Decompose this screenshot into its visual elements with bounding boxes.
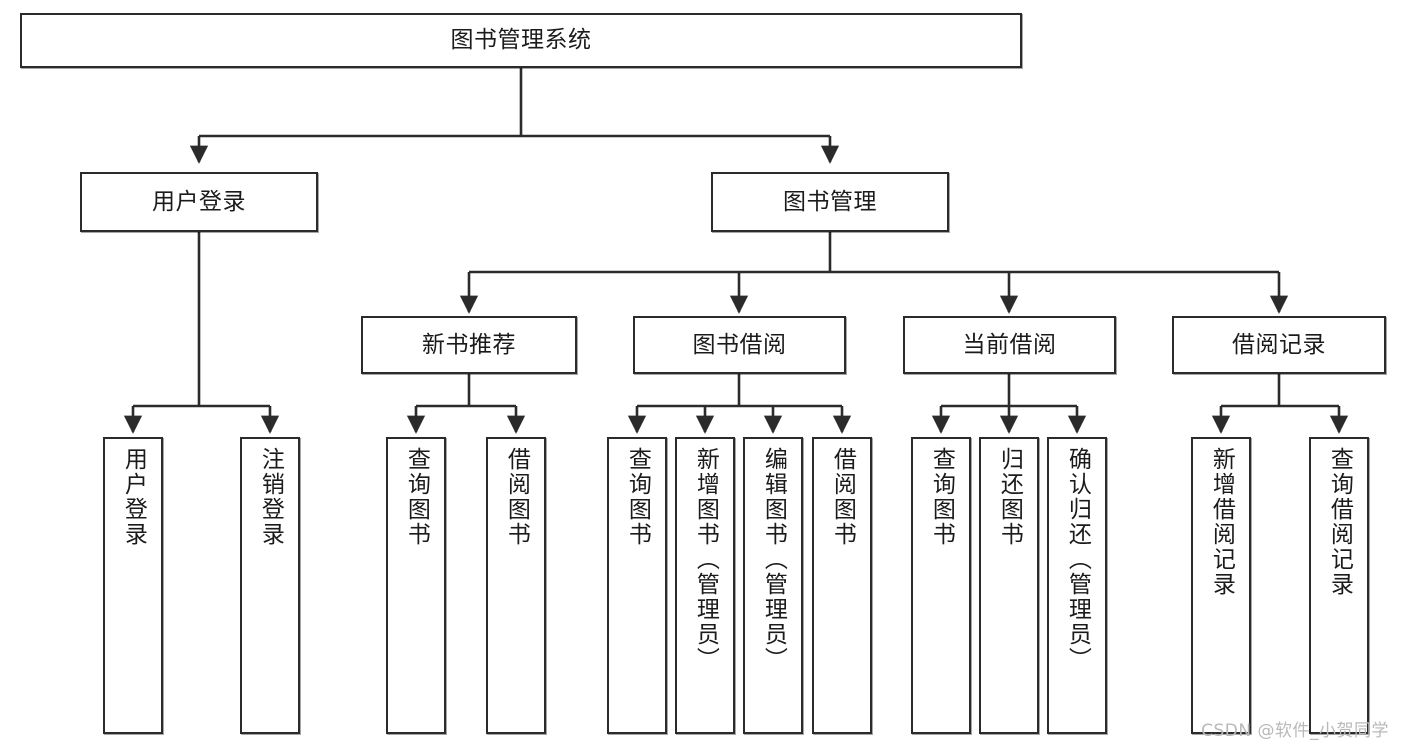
node-label: 新书推荐 bbox=[422, 331, 516, 358]
node-leaf-query-book-1[interactable]: 查询图书 bbox=[386, 437, 446, 734]
node-label: 当前借阅 bbox=[962, 331, 1057, 358]
node-leaf-confirm-return[interactable]: 确认归还（管理员） bbox=[1047, 437, 1107, 734]
node-leaf-login[interactable]: 用户登录 bbox=[103, 437, 163, 734]
node-label: 新增借阅记录 bbox=[1208, 447, 1235, 597]
node-label: 借阅图书 bbox=[829, 447, 856, 547]
node-leaf-query-book-3[interactable]: 查询图书 bbox=[911, 437, 971, 734]
node-label: 借阅图书 bbox=[503, 447, 530, 547]
node-leaf-add-book[interactable]: 新增图书（管理员） bbox=[675, 437, 735, 734]
node-leaf-borrow-book-1[interactable]: 借阅图书 bbox=[486, 437, 546, 734]
node-leaf-query-book-2[interactable]: 查询图书 bbox=[607, 437, 667, 734]
node-label: 查询借阅记录 bbox=[1326, 447, 1353, 597]
node-leaf-logout[interactable]: 注销登录 bbox=[240, 437, 300, 734]
node-leaf-borrow-book-2[interactable]: 借阅图书 bbox=[812, 437, 872, 734]
node-label: 查询图书 bbox=[928, 447, 955, 547]
node-label: 归还图书 bbox=[996, 447, 1023, 547]
node-label: 新增图书（管理员） bbox=[692, 447, 719, 672]
node-leaf-query-record[interactable]: 查询借阅记录 bbox=[1309, 437, 1369, 734]
node-leaf-return-book[interactable]: 归还图书 bbox=[979, 437, 1039, 734]
node-user-login[interactable]: 用户登录 bbox=[80, 172, 318, 232]
node-label: 借阅记录 bbox=[1232, 331, 1326, 358]
node-label: 注销登录 bbox=[257, 447, 284, 547]
node-borrow-record[interactable]: 借阅记录 bbox=[1172, 316, 1386, 374]
node-label: 图书借阅 bbox=[692, 331, 787, 358]
node-label: 图书管理 bbox=[783, 188, 877, 215]
node-book-borrow[interactable]: 图书借阅 bbox=[633, 316, 846, 374]
node-label: 用户登录 bbox=[152, 188, 246, 215]
node-label: 用户登录 bbox=[120, 447, 147, 547]
node-system-root[interactable]: 图书管理系统 bbox=[20, 13, 1022, 68]
node-leaf-add-record[interactable]: 新增借阅记录 bbox=[1191, 437, 1251, 734]
node-book-manage[interactable]: 图书管理 bbox=[711, 172, 949, 232]
node-label: 查询图书 bbox=[624, 447, 651, 547]
watermark: CSDN @软件_小贺同学 bbox=[1201, 721, 1389, 741]
node-current-borrow[interactable]: 当前借阅 bbox=[903, 316, 1116, 374]
node-label: 查询图书 bbox=[403, 447, 430, 547]
node-label: 图书管理系统 bbox=[450, 27, 592, 54]
node-new-book-recommend[interactable]: 新书推荐 bbox=[361, 316, 577, 374]
node-leaf-edit-book[interactable]: 编辑图书（管理员） bbox=[743, 437, 803, 734]
node-label: 确认归还（管理员） bbox=[1064, 447, 1091, 672]
node-label: 编辑图书（管理员） bbox=[760, 447, 787, 672]
